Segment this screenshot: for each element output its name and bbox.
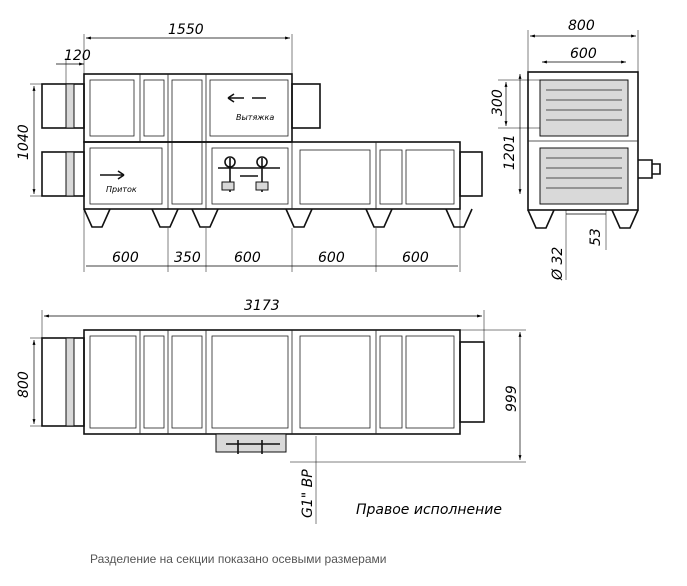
dim-plan-width: 800 [16, 371, 32, 398]
plan-view: 3173 800 999 G1" BP [16, 298, 526, 524]
dim-side-inner: 600 [570, 46, 597, 62]
dim-section-4: 600 [318, 250, 345, 266]
dim-left-height: 1040 [16, 124, 32, 160]
dim-plan-total: 3173 [244, 298, 280, 314]
footer-note: Разделение на секции показано осевыми ра… [90, 552, 387, 566]
dim-side-width: 800 [568, 18, 595, 34]
label-exhaust: Вытяжка [236, 113, 274, 122]
dim-side-53: 53 [588, 228, 604, 246]
dim-connection: G1" BP [300, 469, 316, 518]
side-view: 800 600 300 1201 53 Ø 32 [490, 18, 661, 281]
dim-section-2: 350 [174, 250, 201, 266]
dim-side-pipe: Ø 32 [550, 247, 566, 281]
dim-flange: 120 [64, 48, 91, 64]
dim-section-3: 600 [234, 250, 261, 266]
dim-top-total: 1550 [168, 22, 204, 38]
dim-section-1: 600 [112, 250, 139, 266]
label-supply: Приток [106, 185, 137, 194]
version-note: Правое исполнение [356, 502, 502, 518]
dim-plan-depth: 999 [504, 385, 520, 412]
dim-side-300: 300 [490, 89, 506, 116]
front-view: Вытяжка Приток 1550 120 1040 600 350 600… [16, 22, 483, 272]
dim-side-1201: 1201 [502, 134, 518, 170]
dim-section-5: 600 [402, 250, 429, 266]
